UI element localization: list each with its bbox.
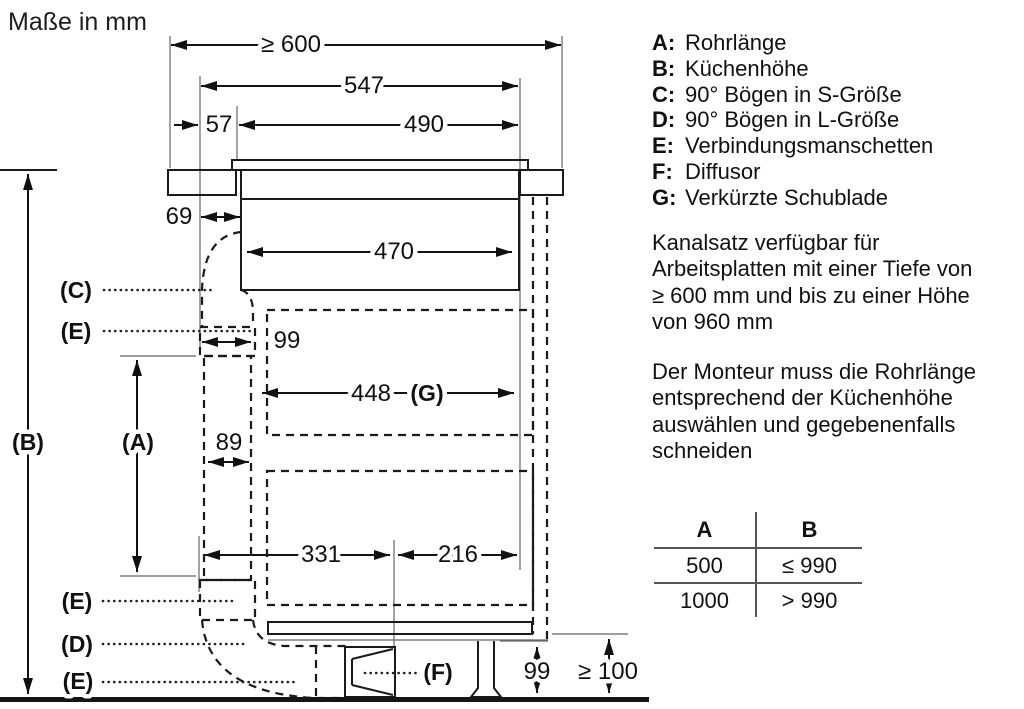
table-header-a: A [654,512,757,547]
dim-plinth-height: 99 [524,658,551,685]
installer-note: Der Monteur muss die Rohrlänge entsprech… [652,359,977,463]
structure [0,159,649,702]
dim-duct-outer: 99 [274,327,301,354]
extension-lines [0,36,628,646]
label-f: (F) [423,659,452,685]
size-table: A B 500 ≤ 990 1000 > 990 [654,512,862,617]
dim-front-offset: 57 [206,111,233,138]
label-c: (C) [60,277,92,303]
s-bend-inner [240,288,255,327]
page-title: Maße in mm [8,8,147,36]
label-a: (A) [122,429,154,455]
duct-pipe [202,354,253,582]
label-g: (G) [410,380,443,406]
label-e-mid: (E) [62,588,93,614]
l-bend-outer [200,619,346,700]
hob-body [240,169,520,291]
connector-sleeve-mid [198,578,257,622]
floor-line [0,697,649,702]
dimension-texts: ≥ 600 547 57 490 69 470 99 89 448 (G) 33… [8,27,643,699]
dim-run-left: 331 [301,541,341,568]
dim-duct-inner: 89 [216,429,243,456]
installation-diagram: ≥ 600 547 57 490 69 470 99 89 448 (G) 33… [0,27,649,702]
worktop-right [519,169,564,196]
dim-worktop-depth: ≥ 600 [261,31,321,58]
legend-item-b: B:Küchenhöhe [652,55,809,81]
legend-item-c: C:90° Bögen in S-Größe [652,81,902,107]
dimension-lines [23,40,614,694]
label-e-bottom: (E) [63,668,94,694]
table-header-row: A B [654,512,862,549]
legend-item-e: E:Verbindungsmanschetten [652,133,934,159]
worktop-left [167,169,237,196]
dim-run-right: 216 [438,541,478,568]
legend-item-a: A:Rohrlänge [652,30,787,55]
dim-hob-inner: 470 [374,238,414,265]
dim-cutout-width: 547 [344,72,384,99]
dim-floor-clearance: ≥ 100 [578,658,638,685]
label-e-top: (E) [61,318,92,344]
table-row: 500 ≤ 990 [654,549,862,584]
diffusor-nozzle [351,648,394,696]
hob-glass [231,159,529,171]
dim-duct-offset: 69 [166,203,193,230]
parts-legend: A:Rohrlänge B:Küchenhöhe C:90° Bögen in … [652,30,933,211]
table-header-b: B [801,516,818,542]
label-b: (B) [12,429,44,455]
lower-drawer-outline [265,469,535,607]
legend-item-f: F:Diffusor [652,158,761,184]
legend-item-d: D:90° Bögen in L-Größe [652,107,900,133]
dim-drawer-width: 448 [351,380,391,407]
l-bend-inner [251,619,346,648]
table-row: 1000 > 990 [654,584,862,617]
availability-note: Kanalsatz verfügbar für Arbeitsplatten m… [652,230,973,334]
cabinet-bottom-panel [267,621,533,635]
drawer-outline [265,308,535,437]
label-d: (D) [61,631,93,657]
leader-lines [101,288,418,684]
s-bend-outer [200,230,242,327]
dim-hob-width: 490 [404,111,444,138]
legend-item-g: G:Verkürzte Schublade [652,184,889,210]
cabinet-foot [468,641,504,698]
